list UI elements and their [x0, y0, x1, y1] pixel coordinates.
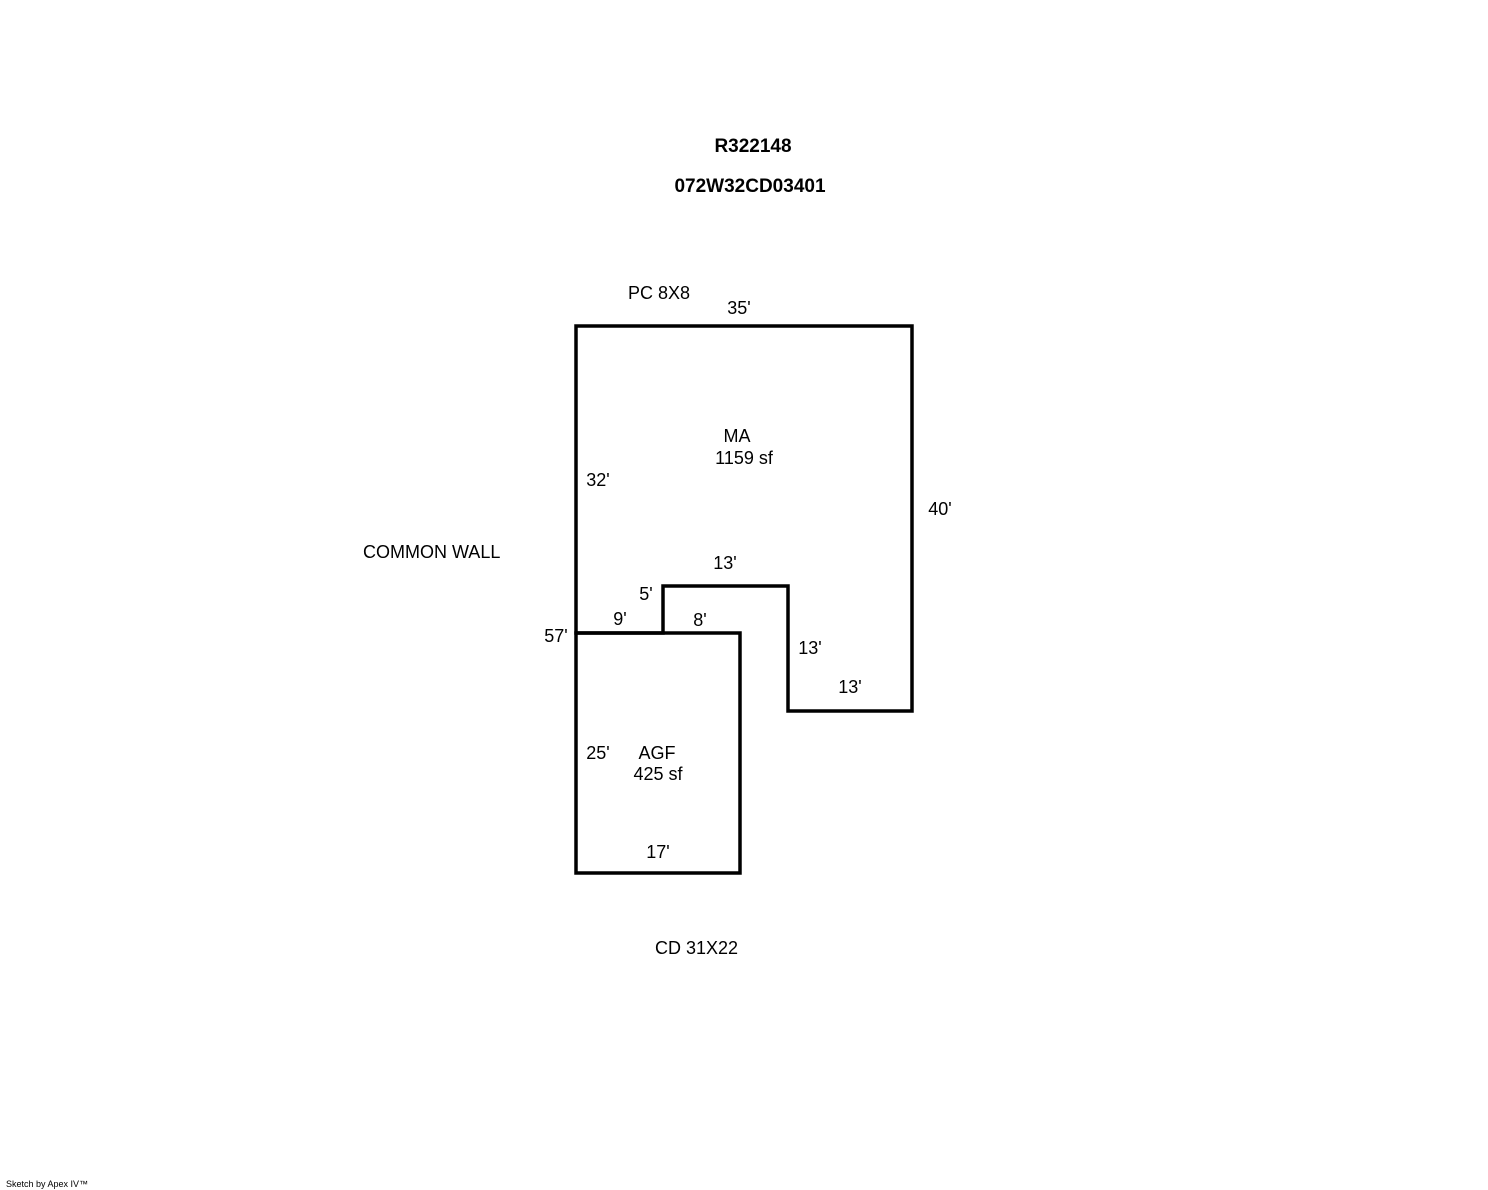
dim-notch-left: 5'	[639, 584, 652, 604]
dim-step-8: 8'	[693, 610, 706, 630]
dim-bottom-right: 13'	[838, 677, 861, 697]
parcel-id: 072W32CD03401	[674, 176, 825, 197]
common-wall-label: COMMON WALL	[363, 542, 500, 562]
dim-garage-left: 25'	[586, 743, 609, 763]
main-area-outline	[574, 324, 914, 713]
garage-outline	[574, 631, 742, 875]
garage-size: 425 sf	[633, 764, 683, 784]
deck-label: CD 31X22	[655, 938, 738, 958]
main-area-size: 1159 sf	[715, 448, 774, 468]
dim-notch-top: 13'	[713, 553, 736, 573]
dim-top: 35'	[727, 298, 750, 318]
dim-right: 40'	[928, 499, 951, 519]
dim-garage-bottom: 17'	[646, 842, 669, 862]
main-area-code: MA	[724, 426, 751, 446]
sketch-credit: Sketch by Apex IV™	[6, 1179, 88, 1189]
dim-step-9: 9'	[613, 609, 626, 629]
dim-left-total: 57'	[544, 626, 567, 646]
dim-left-upper: 32'	[586, 470, 609, 490]
porch-label: PC 8X8	[628, 283, 690, 303]
dim-notch-right: 13'	[798, 638, 821, 658]
record-id: R322148	[714, 136, 791, 157]
garage-code: AGF	[638, 743, 675, 763]
